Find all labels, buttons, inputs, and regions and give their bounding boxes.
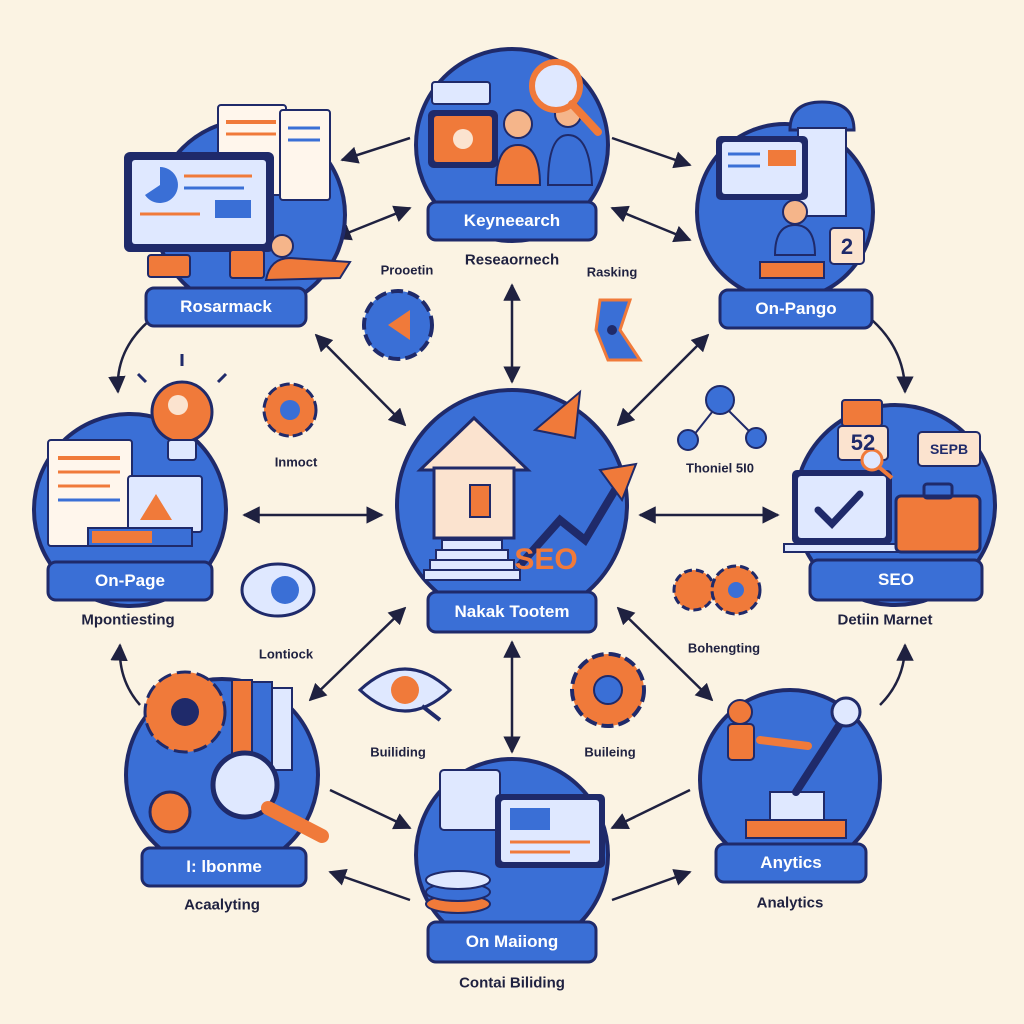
label-themed: Thoniel 5I0	[686, 460, 754, 476]
plate	[426, 200, 598, 242]
briefcase-icon	[894, 482, 982, 554]
target-icon	[148, 790, 192, 834]
svg-text:2: 2	[841, 234, 853, 259]
arrow-topright-top	[610, 205, 692, 243]
book-stack-icon	[231, 679, 293, 771]
cloud-icon	[240, 562, 316, 618]
person-icon	[773, 199, 817, 256]
gear-icon	[672, 564, 762, 616]
magnifier-icon	[210, 750, 329, 843]
caption-left: Mpontiesting	[81, 611, 175, 629]
monitor-icon	[124, 152, 274, 252]
stairs-icon	[423, 539, 521, 581]
seo-badge: SEO	[514, 543, 578, 576]
caption-right: Detiin Marnet	[837, 611, 933, 629]
document-icon	[431, 81, 491, 105]
label-provection: Prooetin	[380, 262, 434, 278]
arrow-top-topright	[611, 136, 692, 169]
label-impact: Inmoct	[274, 454, 318, 470]
node-analytics[interactable]	[698, 688, 882, 884]
arrow-left-bottomleft	[110, 643, 141, 706]
plate	[426, 590, 598, 634]
arrow-topright-right	[871, 319, 914, 394]
plate	[718, 288, 874, 330]
plate-top-left-label: Rosarmack	[180, 297, 272, 316]
arrow-topleft-left	[108, 319, 151, 394]
node-content-building[interactable]	[414, 757, 610, 964]
tag-52: 52	[850, 430, 876, 455]
plate-bottom-left-label: I: lbonme	[186, 857, 262, 876]
document-icon	[47, 439, 133, 547]
arrow-bottomleft-center	[308, 606, 407, 702]
pie-chart-icon	[145, 167, 178, 203]
plate	[46, 560, 214, 602]
arrow-right-bottomright	[879, 643, 914, 706]
tag-icon	[917, 431, 981, 467]
number-tag-icon	[829, 227, 865, 265]
caption-bottom-right: Analytics	[756, 894, 824, 912]
gear-icon	[262, 382, 318, 438]
plate	[714, 842, 868, 884]
plate-right-label: SEO	[878, 570, 914, 589]
gear-icon	[362, 289, 434, 361]
monitor-icon	[783, 470, 901, 553]
label-building-right: Buileing	[584, 744, 636, 760]
plate	[808, 558, 984, 602]
arrow-bottom-bottomright	[611, 869, 692, 902]
person-icon	[727, 699, 755, 761]
node-analyzing[interactable]	[124, 670, 329, 888]
magnifier-icon	[860, 448, 894, 480]
plate-center-label: Nakak Tootem	[454, 602, 570, 621]
eye-icon	[357, 667, 453, 722]
node-on-page-top[interactable]: 2	[695, 100, 875, 330]
plate-bottom-label: On Maiiong	[465, 932, 559, 951]
node-center[interactable]	[395, 388, 638, 634]
node-seo-right[interactable]	[783, 399, 997, 607]
node-on-page-left[interactable]	[32, 354, 228, 608]
label-lookup: Lontiock	[258, 646, 314, 662]
label-ranking: Rasking	[586, 264, 638, 280]
arrow-topleft-top	[333, 205, 412, 241]
node-keyword-research[interactable]	[414, 47, 610, 243]
check-icon	[814, 490, 864, 530]
arrow-bottomleft-bottom	[329, 788, 412, 830]
tag-sepb: SEPB	[929, 441, 969, 457]
network-icon	[594, 298, 643, 362]
label-benchmarking: Bohengting	[687, 640, 761, 656]
robot-arm-icon	[745, 696, 862, 839]
arrow-top-topleft	[340, 136, 411, 164]
arrow-up-icon	[516, 389, 638, 569]
arrow-bottomright-bottom	[610, 788, 691, 830]
arrow-topleft-center	[314, 333, 407, 427]
plate	[140, 846, 308, 888]
plate-top-label: Keyneearch	[463, 211, 561, 230]
node-research-desk[interactable]	[124, 104, 352, 328]
arrow-bottomright-center	[616, 606, 714, 702]
plate-left-label: On-Page	[95, 571, 165, 590]
lightbulb-icon	[136, 354, 228, 461]
monitor-icon	[716, 136, 808, 200]
person-icon	[264, 234, 352, 282]
connector-arrows	[108, 136, 914, 902]
caption-top: Reseaornech	[464, 251, 560, 269]
house-icon	[416, 415, 532, 540]
caption-bottom: Contai Biliding	[459, 974, 565, 992]
magnifier-icon	[529, 59, 602, 136]
gear-icon	[570, 652, 646, 728]
arrow-topright-center	[616, 333, 710, 427]
caption-bottom-left: Acaalyting	[184, 896, 260, 914]
arrow-bottom-bottomleft	[328, 868, 411, 902]
monitor-icon	[439, 769, 605, 868]
plate	[144, 286, 308, 328]
plate	[426, 920, 598, 964]
network-icon	[677, 385, 767, 451]
database-icon	[425, 870, 491, 914]
gear-icon	[143, 670, 227, 754]
plate-bottom-right-label: Anytics	[760, 853, 822, 872]
briefcase-icon	[147, 254, 191, 278]
person-icon	[494, 109, 542, 186]
plate-top-right-label: On-Pango	[755, 299, 837, 318]
label-building-left: Builiding	[370, 744, 426, 760]
